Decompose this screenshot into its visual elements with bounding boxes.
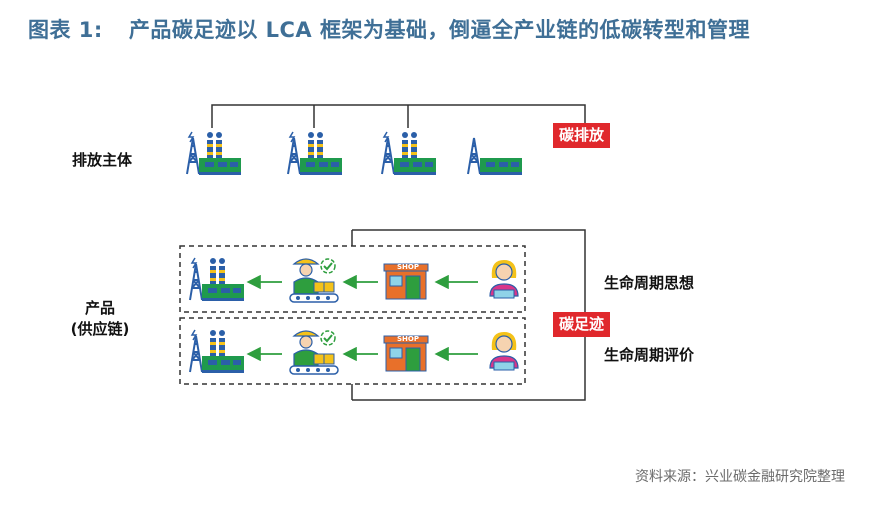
emission-bracket — [211, 104, 586, 128]
shop-sign: SHOP — [397, 263, 419, 271]
carbon-footprint-tag: 碳足迹 — [553, 312, 611, 337]
supply-chain-box — [179, 317, 526, 385]
factory-icon — [287, 131, 343, 176]
factory-icon — [186, 131, 242, 176]
source-note: 资料来源：兴业碳金融研究院整理 — [635, 469, 845, 485]
emitter-label: 排放主体 — [72, 151, 133, 169]
shop-sign: SHOP — [397, 335, 419, 343]
product-label-line1: 产品 — [84, 299, 115, 317]
factory-icon — [381, 131, 437, 176]
lifecycle-thinking-label: 生命周期思想 — [604, 274, 695, 292]
figure-title: 图表 1: 产品碳足迹以 LCA 框架为基础，倒逼全产业链的低碳转型和管理 — [28, 14, 750, 44]
supply-chain-box — [179, 245, 526, 313]
factory-icon — [467, 137, 523, 176]
carbon-emission-tag: 碳排放 — [553, 123, 611, 148]
figure-title-text: 产品碳足迹以 LCA 框架为基础，倒逼全产业链的低碳转型和管理 — [128, 18, 750, 42]
figure-number: 图表 1: — [28, 18, 103, 42]
product-label-line2: (供应链) — [70, 320, 130, 338]
product-label: 产品 (供应链) — [60, 298, 140, 340]
lifecycle-assessment-label: 生命周期评价 — [604, 346, 695, 364]
